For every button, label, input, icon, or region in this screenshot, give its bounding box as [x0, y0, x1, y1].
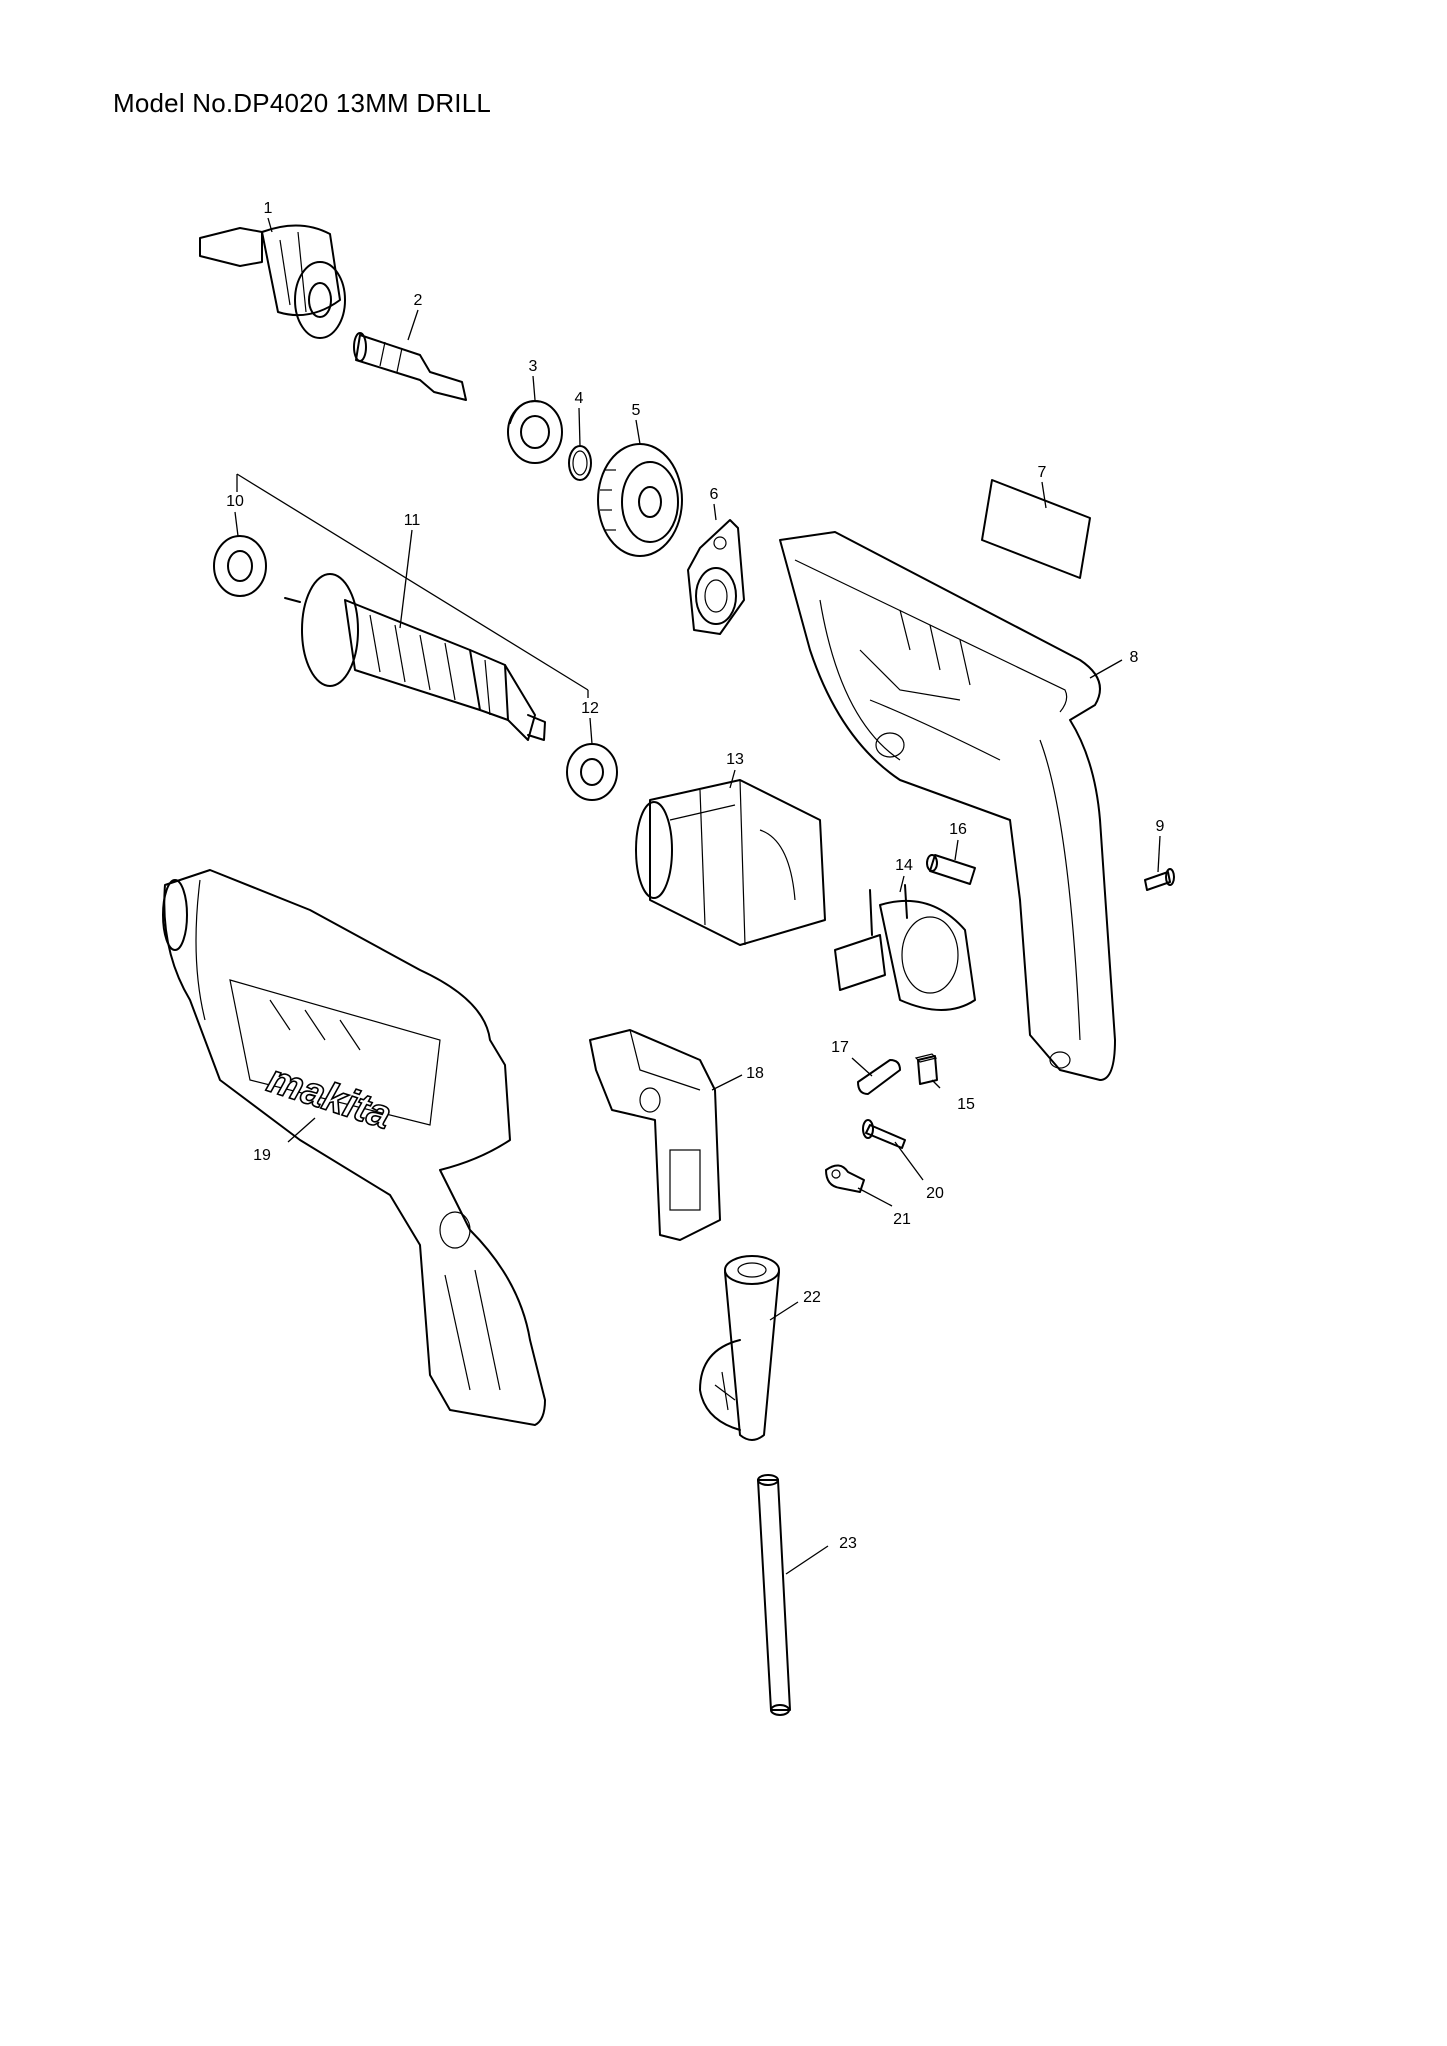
part-label: 3	[529, 358, 538, 375]
part-label: 9	[1156, 818, 1165, 835]
part-label: 13	[726, 751, 744, 768]
part-brush-holder	[834, 884, 976, 1011]
part-label: 22	[803, 1289, 821, 1306]
part-switch	[589, 1029, 721, 1241]
part-label: 10	[226, 493, 244, 510]
part-name-plate	[981, 479, 1091, 579]
part-label: 23	[839, 1535, 857, 1552]
part-label: 20	[926, 1185, 944, 1202]
part-depth-gauge-rod	[757, 1474, 791, 1716]
part-label: 11	[404, 512, 421, 529]
part-housing-logo-half: makita	[162, 869, 546, 1426]
part-retaining-ring	[568, 445, 592, 481]
part-label: 14	[895, 857, 913, 874]
part-label: 8	[1130, 649, 1139, 666]
part-drill-chuck	[199, 224, 346, 339]
part-label: 12	[581, 700, 599, 717]
part-label: 21	[893, 1211, 911, 1228]
part-armature	[284, 573, 546, 741]
part-bearing-retainer	[687, 519, 745, 635]
part-cord-guard	[926, 854, 976, 885]
part-housing-half	[779, 531, 1116, 1081]
part-label: 17	[831, 1039, 849, 1056]
part-ball-bearing-12	[566, 743, 618, 801]
page-title: Model No.DP4020 13MM DRILL	[113, 88, 492, 118]
part-label: 18	[746, 1065, 764, 1082]
part-labels: 1 2 3 4 5 6 7 8 9 10 11 12 13 14 15 16 1…	[226, 200, 1164, 1552]
part-strain-relief	[825, 1164, 865, 1193]
part-tapping-screw-9	[1144, 868, 1175, 891]
part-tapping-screw-20	[862, 1119, 906, 1149]
part-helical-gear	[597, 443, 683, 557]
part-ball-bearing-3	[507, 400, 563, 464]
part-ball-bearing-10	[213, 535, 267, 597]
part-label: 16	[949, 821, 967, 838]
part-depth-gauge-holder	[699, 1255, 780, 1441]
leader-lines	[234, 217, 1161, 1575]
part-field	[635, 779, 826, 946]
part-label: 2	[414, 292, 423, 309]
part-label: 1	[264, 200, 273, 217]
part-brush-holder-cap	[857, 1059, 901, 1095]
part-label: 6	[710, 486, 719, 503]
part-label: 7	[1038, 464, 1047, 481]
part-label: 15	[957, 1096, 975, 1113]
part-label: 4	[575, 390, 584, 407]
part-spindle	[353, 332, 467, 401]
part-label: 19	[253, 1147, 271, 1164]
part-carbon-brush	[914, 1053, 938, 1085]
part-label: 5	[632, 402, 641, 419]
